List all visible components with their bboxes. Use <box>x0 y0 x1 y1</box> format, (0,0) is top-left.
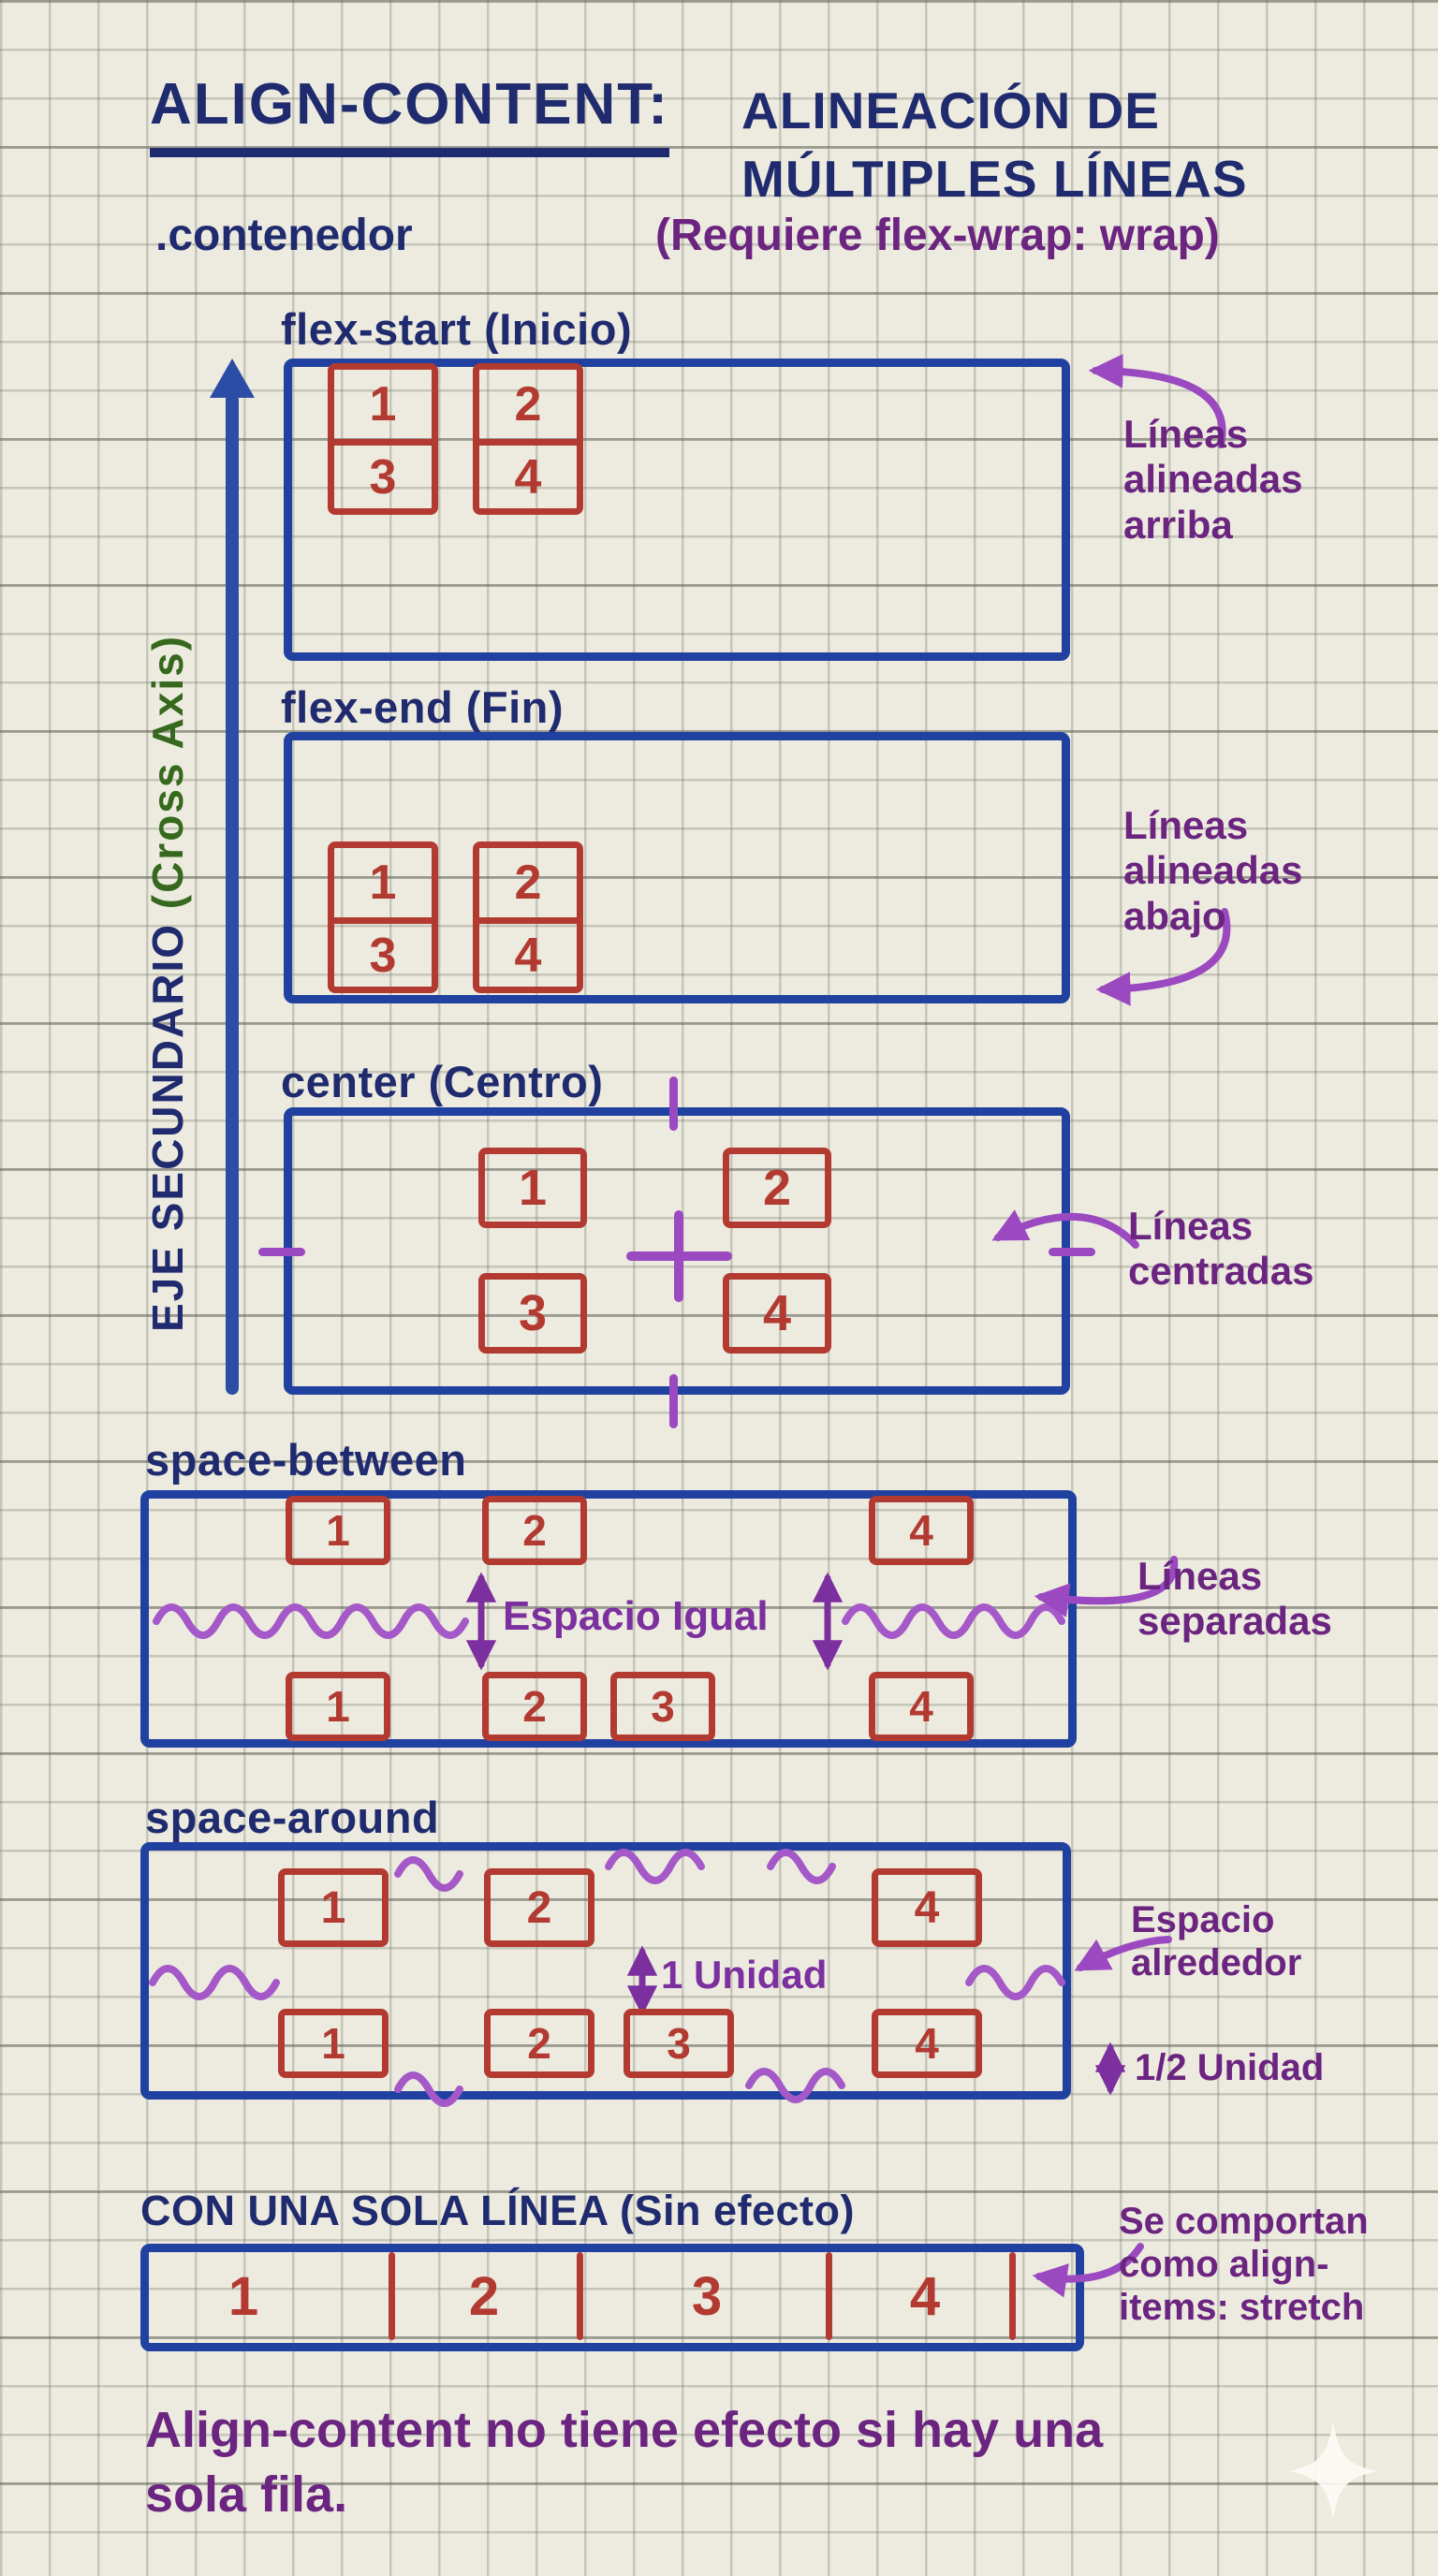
squiggle-icon <box>153 1603 469 1639</box>
double-arrow-icon <box>1094 2042 1126 2096</box>
flex-item: 2 <box>468 2265 500 2327</box>
flex-item: 1 <box>227 2265 259 2327</box>
flex-item: 2 <box>482 1496 587 1565</box>
section-label-space-between: space-between <box>145 1435 467 1485</box>
flex-item: 1 <box>286 1672 390 1741</box>
cross-axis-label: EJE SECUNDARIO (Cross Axis) <box>142 562 193 1404</box>
double-arrow-icon <box>812 1572 844 1671</box>
single-line-container <box>140 2244 1084 2351</box>
title-keyword-text: ALIGN-CONTENT: <box>150 72 669 157</box>
squiggle-icon <box>394 1856 463 1892</box>
annotation-flex-end: Líneas alineadas abajo <box>1123 803 1303 938</box>
curved-arrow-icon <box>1095 908 1231 1006</box>
curved-arrow-icon <box>1074 1936 1172 1971</box>
sparkle-icon <box>1288 2421 1378 2520</box>
center-tick-icon <box>669 1374 678 1428</box>
axis-line <box>226 393 239 1395</box>
annotation-half-unit: 1/2 Unidad <box>1135 2047 1325 2088</box>
selector-label: .contenedor <box>155 211 413 260</box>
flex-item: 4 <box>872 1868 982 1947</box>
squiggle-icon <box>767 1849 836 1884</box>
axis-primary-text: EJE SECUNDARIO <box>143 908 192 1332</box>
footer-note: Align-content no tiene efecto si hay una… <box>145 2402 1104 2524</box>
flex-item-pair: 2 4 <box>473 842 583 993</box>
flex-item: 3 <box>334 439 432 508</box>
flex-item: 2 <box>484 1868 594 1947</box>
squiggle-icon <box>394 2071 463 2107</box>
section-label-single-line: CON UNA SOLA LÍNEA (Sin efecto) <box>140 2187 856 2234</box>
curved-arrow-icon <box>1088 354 1226 448</box>
space-around-container <box>140 1842 1071 2100</box>
squiggle-icon <box>605 1849 705 1884</box>
item-divider <box>577 2252 583 2340</box>
space-between-container <box>140 1490 1077 1748</box>
page-title-keyword: ALIGN-CONTENT: <box>150 71 669 157</box>
annotation-space-around: Espacio alrededor <box>1131 1899 1302 1983</box>
flex-item: 3 <box>478 1273 587 1354</box>
item-divider <box>826 2252 832 2340</box>
flex-item-pair: 1 3 <box>328 363 438 515</box>
center-tick-icon <box>669 1076 678 1131</box>
flex-item: 1 <box>278 2009 389 2078</box>
annotation-flex-start: Líneas alineadas arriba <box>1123 412 1303 547</box>
flex-item: 2 <box>723 1148 831 1228</box>
axis-arrowhead-icon <box>210 359 255 398</box>
flex-item: 2 <box>484 2009 594 2078</box>
double-arrow-icon <box>626 1945 658 2016</box>
flex-item: 4 <box>479 439 577 508</box>
double-arrow-icon <box>465 1572 497 1671</box>
flex-item-pair: 2 4 <box>473 363 583 515</box>
flex-end-container <box>284 732 1070 1003</box>
gap-label-space-around: 1 Unidad <box>661 1953 828 1997</box>
center-cross-icon <box>626 1210 732 1302</box>
item-divider <box>389 2252 395 2340</box>
section-label-space-around: space-around <box>145 1793 440 1842</box>
gap-label-space-between: Espacio Igual <box>503 1593 769 1639</box>
flex-item: 1 <box>478 1148 587 1228</box>
section-label-center: center (Centro) <box>281 1057 604 1106</box>
item-divider <box>1009 2252 1016 2340</box>
flex-wrap-requirement: (Requiere flex-wrap: wrap) <box>655 211 1220 260</box>
flex-item: 3 <box>624 2009 734 2078</box>
flex-item: 1 <box>369 856 397 910</box>
flex-item-pair: 1 3 <box>328 842 438 993</box>
flex-item: 3 <box>691 2265 723 2327</box>
squiggle-icon <box>965 1965 1065 2000</box>
annotation-center: Líneas centradas <box>1128 1204 1314 1294</box>
curved-arrow-icon <box>1034 1556 1179 1617</box>
section-label-flex-start: flex-start (Inicio) <box>281 304 633 354</box>
flex-item: 3 <box>610 1672 715 1741</box>
curved-arrow-icon <box>991 1209 1139 1249</box>
flex-item: 2 <box>482 1672 587 1741</box>
flex-item: 4 <box>479 917 577 987</box>
flex-item: 1 <box>286 1496 390 1565</box>
center-tick-icon <box>1049 1248 1095 1256</box>
squiggle-icon <box>842 1603 1065 1639</box>
flex-item: 2 <box>514 377 542 432</box>
flex-item: 1 <box>369 377 397 432</box>
flex-item: 1 <box>278 1868 389 1947</box>
flex-item: 2 <box>514 856 542 910</box>
annotation-single-line: Se comportan como align- items: stretch <box>1119 2201 1369 2328</box>
flex-item: 4 <box>723 1273 831 1354</box>
squiggle-icon <box>745 2068 845 2103</box>
flex-start-container <box>284 359 1070 661</box>
flex-item: 4 <box>869 1672 974 1741</box>
curved-arrow-icon <box>1032 2243 1144 2298</box>
squiggle-icon <box>149 1965 280 2000</box>
flex-item: 4 <box>872 2009 982 2078</box>
flex-item: 3 <box>334 917 432 987</box>
flex-item: 4 <box>909 2265 941 2327</box>
flex-item: 4 <box>869 1496 974 1565</box>
center-tick-icon <box>258 1248 305 1256</box>
section-label-flex-end: flex-end (Fin) <box>281 682 565 732</box>
axis-secondary-text: (Cross Axis) <box>143 634 192 909</box>
annotation-space-between: Líneas separadas <box>1137 1554 1332 1644</box>
page-title-description: ALINEACIÓN DE MÚLTIPLES LÍNEAS <box>741 81 1248 208</box>
